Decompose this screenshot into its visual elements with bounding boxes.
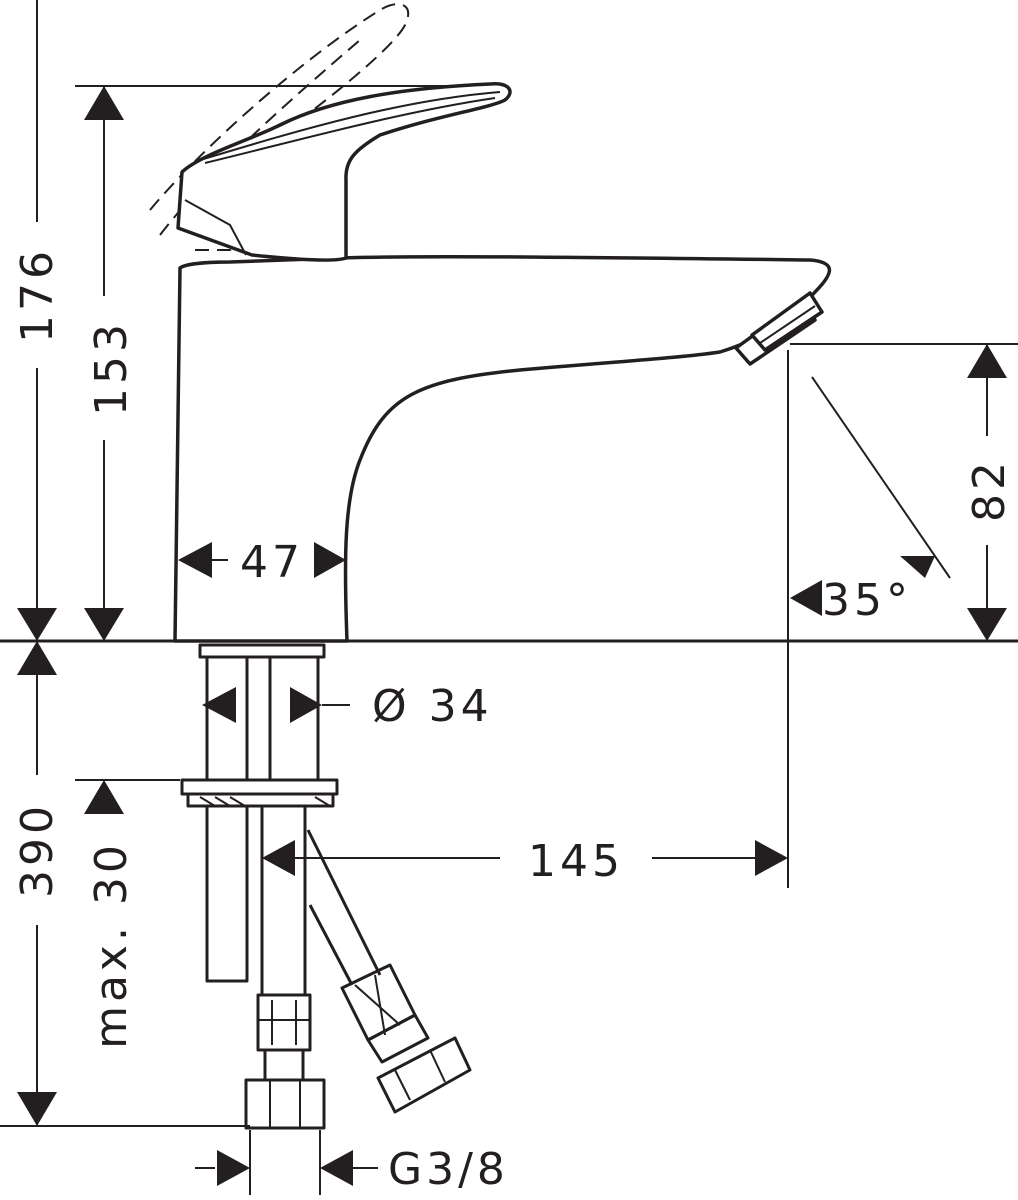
dimension-153: 153 — [84, 86, 137, 641]
straight-hose — [244, 806, 326, 1130]
dimension-153-label: 153 — [86, 320, 137, 416]
dimension-diameter-34: Ø 34 — [202, 681, 493, 732]
dimension-g38: G3/8 — [195, 1130, 509, 1195]
threaded-rod — [205, 804, 249, 983]
dimension-g38-label: G3/8 — [388, 1144, 509, 1195]
dimension-34-label: Ø 34 — [372, 681, 493, 732]
dimension-82: 82 — [964, 344, 1015, 641]
dimension-max-30: max. 30 — [84, 780, 137, 1049]
dimension-47-label: 47 — [240, 537, 304, 588]
dimension-390-label: 390 — [12, 802, 63, 898]
dimension-145-label: 145 — [528, 836, 624, 887]
dimension-35-angle: 35° — [790, 376, 951, 626]
dimension-176: 176 — [12, 0, 63, 641]
lever-handle — [176, 82, 512, 262]
mounting-nut — [180, 778, 339, 808]
dimension-max30-label: max. 30 — [86, 841, 137, 1049]
dimension-82-label: 82 — [964, 458, 1015, 522]
dimension-176-label: 176 — [12, 247, 63, 343]
dimension-145: 145 — [262, 836, 788, 887]
aerator — [734, 291, 824, 366]
dimension-47: 47 — [178, 537, 346, 588]
dimension-390: 390 — [12, 641, 63, 1126]
dimension-35-label: 35° — [822, 575, 912, 626]
mounting-shank — [198, 643, 326, 780]
angled-hose — [306, 829, 472, 1114]
